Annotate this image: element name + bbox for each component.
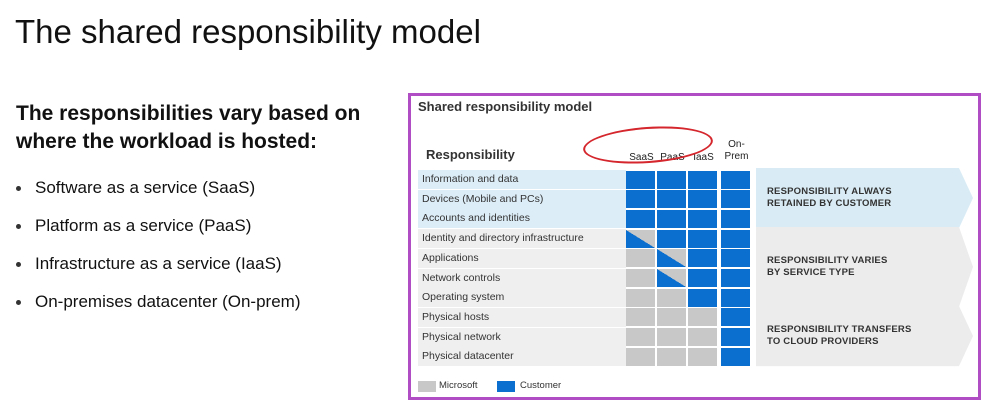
grid-cell (721, 249, 750, 268)
column-header-onprem: On- Prem (724, 139, 749, 162)
grid-cell (626, 190, 655, 209)
grid-cell (657, 288, 686, 307)
grid-cell (626, 229, 655, 248)
bullet-dot-icon (16, 185, 21, 191)
grid-cell (688, 308, 717, 327)
grid-cell (721, 288, 750, 307)
grid-cell (657, 308, 686, 327)
legend-label: Microsoft (439, 380, 478, 391)
group-arrow (756, 305, 973, 366)
slide-title: The shared responsibility model (15, 13, 481, 50)
grid-cell (626, 209, 655, 228)
row-label: Operating system (418, 288, 626, 308)
row-label: Physical network (418, 327, 626, 347)
grid-cell (657, 269, 686, 287)
grid-cell (688, 249, 717, 268)
column-header-paas: PaaS (660, 152, 685, 163)
grid-cell (657, 328, 686, 347)
grid-cell (688, 328, 717, 347)
legend-label: Customer (520, 380, 562, 391)
row-label: Network controls (418, 268, 626, 288)
bullet-text: Software as a service (SaaS) (35, 178, 256, 197)
bullet-item: Software as a service (SaaS) (16, 178, 300, 198)
grid-cell (688, 209, 717, 228)
grid-cell (688, 347, 717, 366)
bullet-text: On-premises datacenter (On-prem) (35, 292, 301, 311)
grid-cell (721, 269, 750, 287)
bullet-item: Platform as a service (PaaS) (16, 216, 300, 236)
row-label: Accounts and identities (418, 209, 626, 229)
row-label: Applications (418, 248, 626, 268)
grid-cell (688, 229, 717, 248)
responsibility-header: Responsibility (426, 147, 515, 162)
grid-cell (657, 190, 686, 209)
intro-text: The responsibilities vary based on where… (16, 102, 361, 153)
grid-cell (626, 269, 655, 287)
bullet-dot-icon (16, 299, 21, 305)
bullet-list: Software as a service (SaaS) Platform as… (16, 178, 300, 330)
row-label: Physical hosts (418, 307, 626, 327)
group-label: RESPONSIBILITY VARIES BY SERVICE TYPE (767, 255, 888, 278)
diagram-frame: Shared responsibility model Responsibili… (408, 93, 981, 400)
grid-cell (657, 170, 686, 189)
grid-cell (626, 308, 655, 327)
grid-cell (626, 170, 655, 189)
group-arrow (756, 168, 973, 229)
grid-cell (626, 347, 655, 366)
row-label: Physical datacenter (418, 347, 626, 367)
grid-cell (657, 229, 686, 248)
grid-cell (626, 249, 655, 268)
grid-cell (721, 170, 750, 189)
grid-cell (721, 328, 750, 347)
grid-cell (721, 229, 750, 248)
grid-cell (721, 209, 750, 228)
row-label: Information and data (418, 170, 626, 189)
grid-cell (688, 190, 717, 209)
bullet-item: On-premises datacenter (On-prem) (16, 292, 300, 312)
bullet-item: Infrastructure as a service (IaaS) (16, 254, 300, 274)
legend-swatch (497, 381, 515, 392)
grid-cell (688, 170, 717, 189)
legend-swatch (418, 381, 436, 392)
bullet-dot-icon (16, 261, 21, 267)
grid-cell (721, 190, 750, 209)
grid-cell (626, 288, 655, 307)
bullet-dot-icon (16, 223, 21, 229)
column-header-saas: SaaS (629, 152, 654, 163)
bullet-text: Platform as a service (PaaS) (35, 216, 252, 235)
diagram-title: Shared responsibility model (418, 99, 593, 114)
group-label: RESPONSIBILITY TRANSFERS TO CLOUD PROVID… (767, 323, 912, 347)
grid-cell (657, 347, 686, 366)
grid-cell (721, 308, 750, 327)
grid-cell (657, 249, 686, 268)
grid-cell (657, 209, 686, 228)
grid-cell (721, 347, 750, 366)
grid-cell (688, 288, 717, 307)
group-arrow (756, 227, 973, 307)
grid-cell (626, 328, 655, 347)
group-label: RESPONSIBILITY ALWAYS RETAINED BY CUSTOM… (767, 186, 892, 210)
row-label: Identity and directory infrastructure (418, 229, 626, 249)
responsibility-diagram: Shared responsibility model Responsibili… (411, 96, 978, 397)
grid-cell (688, 269, 717, 287)
column-header-iaas: IaaS (693, 152, 714, 163)
bullet-text: Infrastructure as a service (IaaS) (35, 254, 282, 273)
row-label: Devices (Mobile and PCs) (418, 189, 626, 209)
